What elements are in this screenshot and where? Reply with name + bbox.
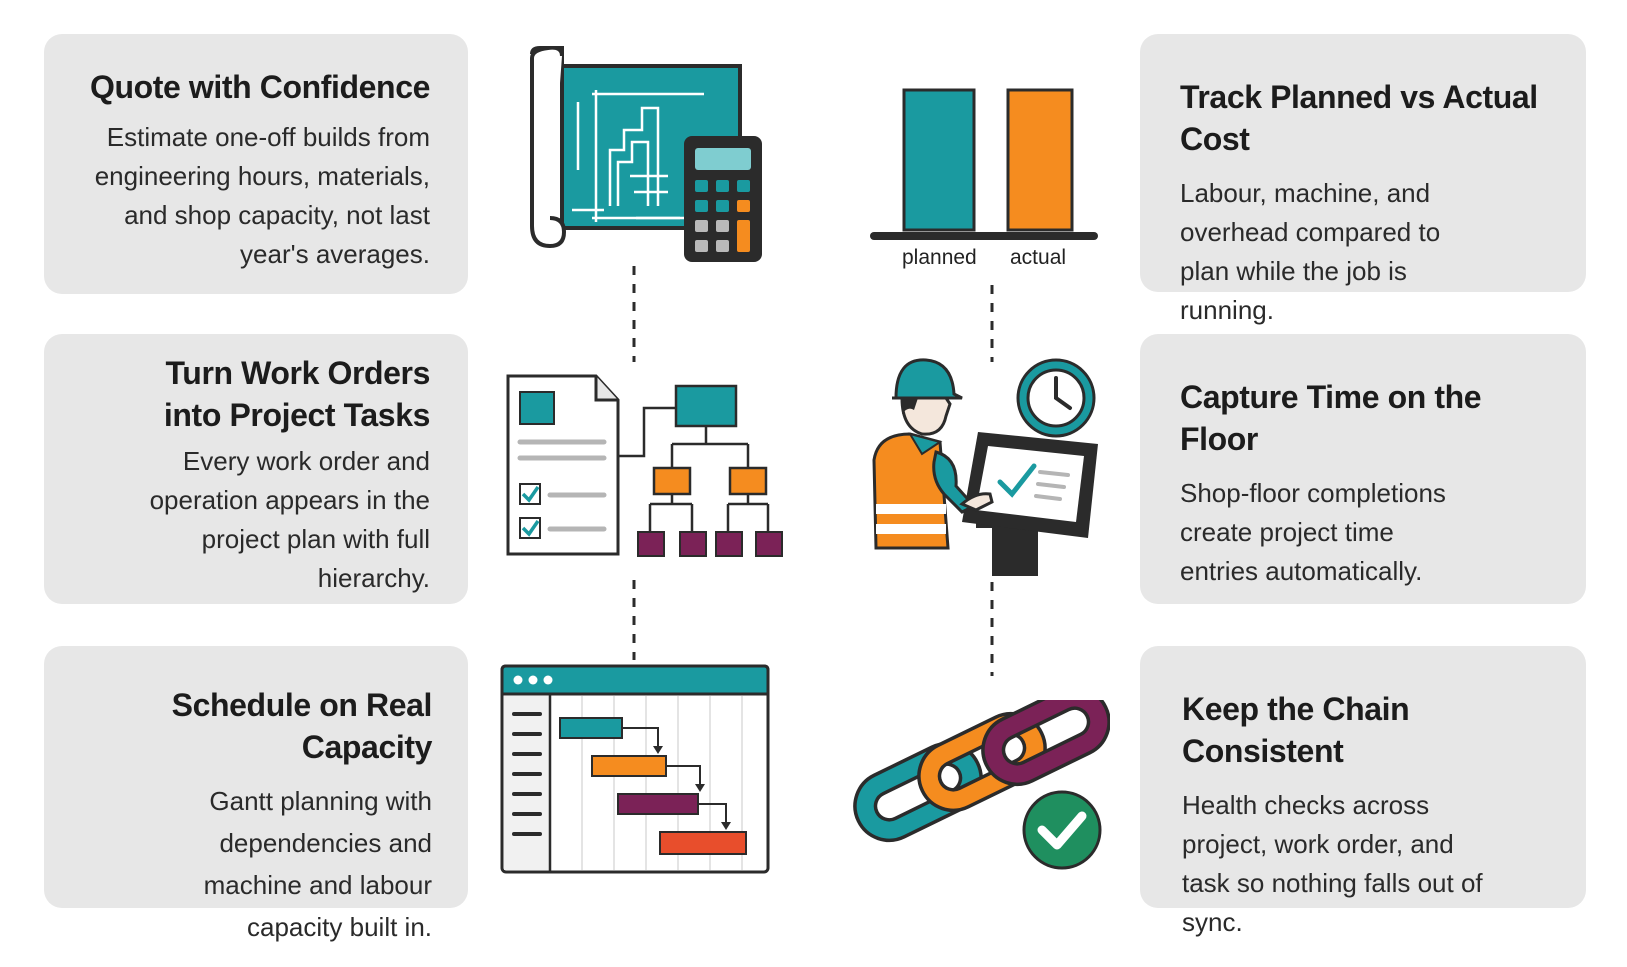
planned-actual-bars-icon bbox=[870, 88, 1098, 240]
feature-title: Capture Time on the Floor bbox=[1180, 379, 1482, 457]
feature-description: Every work order and operation appears i… bbox=[149, 446, 430, 593]
feature-card-cost: Track Planned vs Actual Cost Labour, mac… bbox=[1140, 34, 1586, 325]
feature-card-schedule: Schedule on Real Capacity Gantt planning… bbox=[44, 646, 468, 942]
feature-title: Schedule on Real Capacity bbox=[171, 687, 433, 765]
blueprint-calculator-icon bbox=[530, 46, 762, 262]
feature-card-quote: Quote with Confidence Estimate one-off b… bbox=[44, 34, 468, 294]
feature-title: Turn Work Orders into Project Tasks bbox=[163, 355, 430, 433]
feature-card-chain: Keep the Chain Consistent Health checks … bbox=[1140, 646, 1586, 937]
feature-description: Estimate one-off builds from engineering… bbox=[94, 122, 430, 269]
feature-description: Shop-floor completions create project ti… bbox=[1180, 478, 1446, 586]
feature-description: Labour, machine, and overhead compared t… bbox=[1180, 178, 1441, 325]
feature-description: Health checks across project, work order… bbox=[1182, 790, 1483, 937]
feature-card-work-orders: Turn Work Orders into Project Tasks Ever… bbox=[44, 334, 468, 604]
worker-kiosk-clock-icon bbox=[872, 358, 1098, 576]
planned-bar bbox=[902, 88, 976, 232]
feature-title: Quote with Confidence bbox=[89, 69, 430, 105]
actual-bar bbox=[1006, 88, 1074, 232]
chain-link-check-icon bbox=[853, 700, 1110, 870]
planned-label: planned bbox=[902, 246, 977, 269]
feature-title: Keep the Chain Consistent bbox=[1182, 691, 1410, 769]
feature-title: Track Planned vs Actual Cost bbox=[1180, 79, 1538, 157]
document-hierarchy-icon bbox=[506, 374, 783, 557]
gantt-chart-icon bbox=[500, 664, 770, 874]
feature-card-time: Capture Time on the Floor Shop-floor com… bbox=[1140, 334, 1586, 604]
feature-description: Gantt planning with dependencies and mac… bbox=[203, 786, 432, 942]
actual-label: actual bbox=[1010, 246, 1067, 269]
